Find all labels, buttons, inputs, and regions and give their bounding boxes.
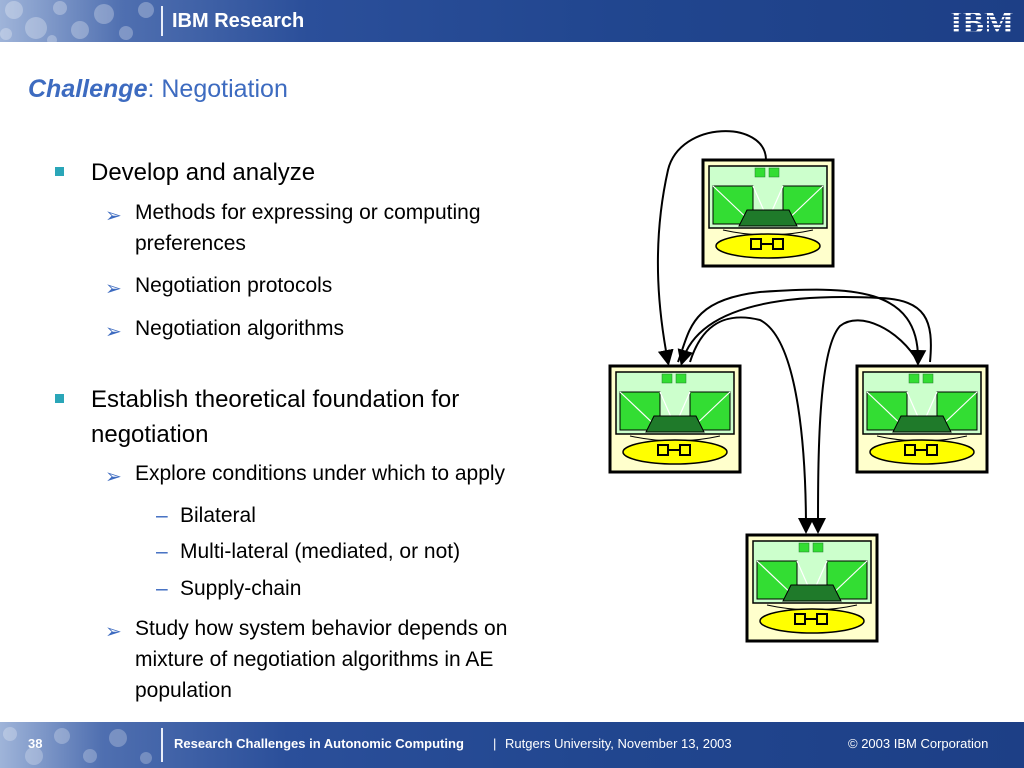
bullet-text-cont: mixture of negotiation algorithms in AE (135, 648, 494, 671)
bullet-l2: ➢ Study how system behavior depends on m… (105, 613, 508, 706)
dash-bullet-icon: – (156, 504, 168, 527)
agent-node-left (608, 364, 742, 474)
ibm-logo-text: IBM (950, 5, 1014, 37)
arrow-bullet-icon: ➢ (105, 276, 122, 300)
agent-node-bottom (745, 533, 879, 643)
ibm-logo: IBM (950, 5, 1014, 37)
header-band: IBM Research IBM (0, 0, 1024, 42)
agent-node-top (701, 158, 835, 268)
square-bullet-icon (55, 167, 64, 176)
square-bullet-icon (55, 394, 64, 403)
arrow-left-to-top (677, 288, 927, 366)
footer-band: 38 Research Challenges in Autonomic Comp… (0, 722, 1024, 768)
arrow-bullet-icon: ➢ (105, 203, 122, 227)
bullet-l2: ➢ Negotiation protocols (105, 270, 333, 301)
bullet-text-cont: population (135, 679, 232, 702)
dash-bullet-icon: – (156, 540, 168, 563)
header-divider (161, 6, 163, 36)
bullet-text: Methods for expressing or computing (135, 201, 481, 224)
slide-title-rest: : Negotiation (147, 75, 288, 103)
bullet-l3: – Bilateral (156, 500, 256, 531)
bullet-text: Supply-chain (180, 577, 302, 600)
bullet-text: Establish theoretical foundation for (91, 386, 460, 413)
header-title: IBM Research (172, 10, 305, 32)
footer-separator: | (493, 736, 497, 751)
page-number: 38 (28, 736, 43, 751)
bullet-text: Bilateral (180, 504, 256, 527)
bullet-l1: Establish theoretical foundation for neg… (55, 382, 460, 452)
dash-bullet-icon: – (156, 577, 168, 600)
bullet-l3: – Supply-chain (156, 573, 302, 604)
copyright: © 2003 IBM Corporation (848, 736, 989, 751)
slide-title: Challenge: Negotiation (28, 75, 288, 104)
arrow-right-to-bottom (810, 319, 919, 534)
bullet-text: Negotiation algorithms (135, 317, 344, 340)
bullet-text: Explore conditions under which to apply (135, 462, 506, 485)
connection-arrows (656, 130, 932, 534)
arrow-bullet-icon: ➢ (105, 464, 122, 488)
bullet-text: Develop and analyze (91, 159, 316, 186)
footer-dots-decoration (3, 727, 152, 765)
bullet-text: Study how system behavior depends on (135, 617, 508, 640)
footer-divider (161, 728, 163, 762)
arrow-right-area (677, 296, 932, 366)
bullet-l2: ➢ Explore conditions under which to appl… (105, 458, 506, 489)
bullet-text: Multi-lateral (mediated, or not) (180, 540, 461, 563)
bullet-text-cont: preferences (135, 232, 246, 255)
bullet-l1: Develop and analyze (55, 155, 316, 190)
arrow-bullet-icon: ➢ (105, 319, 122, 343)
bullet-l2: ➢ Methods for expressing or computing pr… (105, 197, 481, 259)
agent-node-right (855, 364, 989, 474)
bullet-text: Negotiation protocols (135, 274, 333, 297)
bullet-text-cont: negotiation (91, 421, 209, 448)
header-dots-decoration (0, 1, 154, 42)
venue-date: Rutgers University, November 13, 2003 (505, 736, 732, 751)
bullet-l3: – Multi-lateral (mediated, or not) (156, 536, 461, 567)
arrow-left-to-bottom (689, 316, 814, 534)
talk-title: Research Challenges in Autonomic Computi… (174, 736, 464, 751)
arrow-top-to-left (656, 130, 767, 366)
bullet-l2: ➢ Negotiation algorithms (105, 313, 344, 344)
negotiation-diagram (608, 130, 989, 643)
arrow-bullet-icon: ➢ (105, 619, 122, 643)
bullet-list: Develop and analyze ➢ Methods for expres… (55, 155, 508, 706)
slide-title-strong: Challenge (28, 75, 148, 103)
